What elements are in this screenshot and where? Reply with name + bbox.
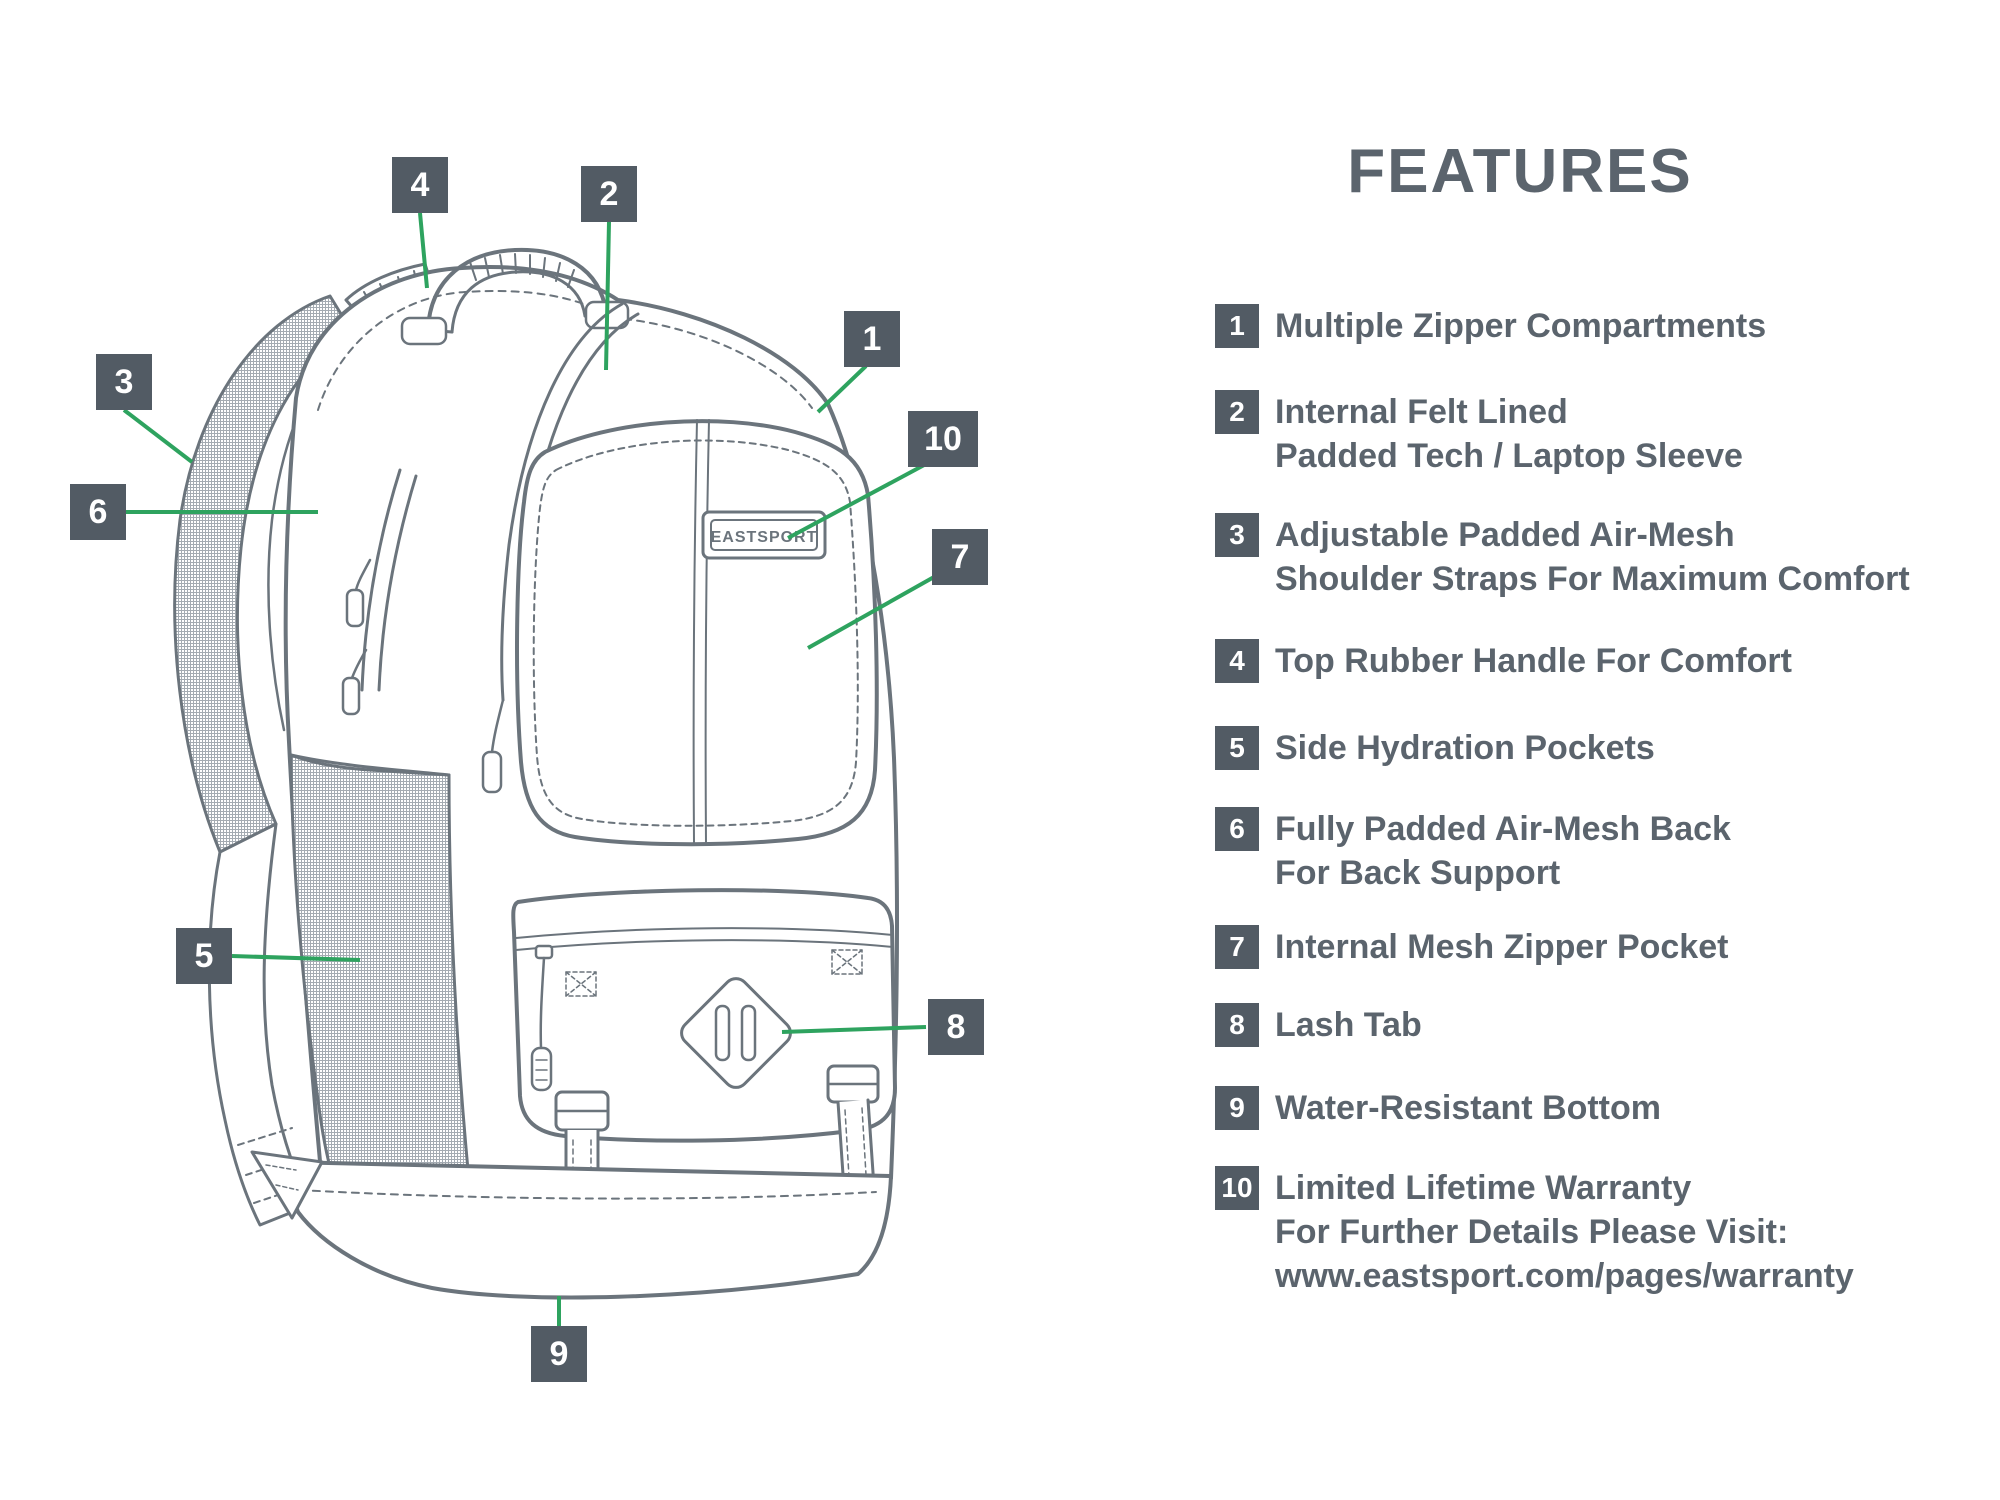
feature-text: Fully Padded Air-Mesh Back — [1275, 810, 1731, 848]
feature-text: Limited Lifetime Warranty — [1275, 1169, 1692, 1207]
front-pocket — [515, 419, 879, 847]
base-panel — [250, 1150, 893, 1300]
feature-item-9: 9 Water-Resistant Bottom — [1215, 1086, 1661, 1130]
feature-text: www.eastsport.com/pages/warranty — [1275, 1257, 1854, 1295]
feature-text: Multiple Zipper Compartments — [1275, 307, 1767, 345]
feature-item-2: 2 Internal Felt Lined Padded Tech / Lapt… — [1215, 390, 1743, 478]
feature-text: Adjustable Padded Air-Mesh — [1275, 516, 1735, 554]
feature-text: Top Rubber Handle For Comfort — [1275, 642, 1792, 680]
feature-text: Internal Mesh Zipper Pocket — [1275, 928, 1729, 966]
diagram-badge-4: 4 — [392, 157, 448, 213]
feature-number-badge: 9 — [1215, 1086, 1259, 1130]
feature-item-5: 5 Side Hydration Pockets — [1215, 726, 1655, 770]
feature-number-badge: 6 — [1215, 807, 1259, 851]
leader-line-8 — [781, 1025, 927, 1034]
leader-line-7 — [807, 575, 935, 650]
diagram-badge-1: 1 — [844, 311, 900, 367]
feature-item-8: 8 Lash Tab — [1215, 1003, 1422, 1047]
feature-text: Internal Felt Lined — [1275, 393, 1568, 431]
leader-lines — [122, 212, 935, 1326]
feature-number-badge: 8 — [1215, 1003, 1259, 1047]
feature-text: Water-Resistant Bottom — [1275, 1089, 1661, 1127]
diagram-badge-9: 9 — [531, 1326, 587, 1382]
side-zipper — [341, 468, 418, 716]
feature-text: For Further Details Please Visit: — [1275, 1213, 1789, 1251]
feature-number-badge: 4 — [1215, 639, 1259, 683]
diagram-badge-7: 7 — [932, 529, 988, 585]
feature-text: Padded Tech / Laptop Sleeve — [1275, 437, 1743, 475]
feature-number-badge: 2 — [1215, 390, 1259, 434]
leader-line-3 — [122, 408, 194, 464]
feature-item-1: 1 Multiple Zipper Compartments — [1215, 304, 1766, 348]
brand-patch: EASTSPORT — [701, 510, 827, 560]
feature-number-badge: 5 — [1215, 726, 1259, 770]
feature-number-badge: 1 — [1215, 304, 1259, 348]
backpack-illustration: EASTSPORT — [173, 247, 900, 1300]
feature-text: Lash Tab — [1275, 1006, 1422, 1044]
diagram-badge-2: 2 — [581, 166, 637, 222]
feature-item-10: 10 Limited Lifetime Warranty For Further… — [1215, 1166, 1854, 1298]
diagram-badge-3: 3 — [96, 354, 152, 410]
leader-line-10 — [787, 462, 927, 540]
feature-item-6: 6 Fully Padded Air-Mesh Back For Back Su… — [1215, 807, 1731, 895]
feature-number-badge: 7 — [1215, 925, 1259, 969]
brand-patch-label: EASTSPORT — [711, 529, 818, 546]
feature-item-3: 3 Adjustable Padded Air-Mesh Shoulder St… — [1215, 513, 1910, 601]
feature-item-4: 4 Top Rubber Handle For Comfort — [1215, 639, 1792, 683]
diagram-badge-8: 8 — [928, 999, 984, 1055]
leader-line-5 — [231, 954, 361, 962]
diagram-badge-10: 10 — [908, 411, 978, 467]
leader-line-1 — [816, 364, 868, 414]
diagram-badge-6: 6 — [70, 484, 126, 540]
feature-number-badge: 10 — [1215, 1166, 1259, 1210]
feature-item-7: 7 Internal Mesh Zipper Pocket — [1215, 925, 1728, 969]
feature-text: For Back Support — [1275, 854, 1561, 892]
leader-line-4 — [418, 212, 429, 289]
diagram-badge-5: 5 — [176, 928, 232, 984]
features-title: FEATURES — [1347, 137, 1693, 206]
leader-line-2 — [604, 221, 611, 371]
feature-number-badge: 3 — [1215, 513, 1259, 557]
lash-tab — [680, 977, 792, 1089]
feature-text: Shoulder Straps For Maximum Comfort — [1275, 560, 1910, 598]
feature-text: Side Hydration Pockets — [1275, 729, 1655, 767]
